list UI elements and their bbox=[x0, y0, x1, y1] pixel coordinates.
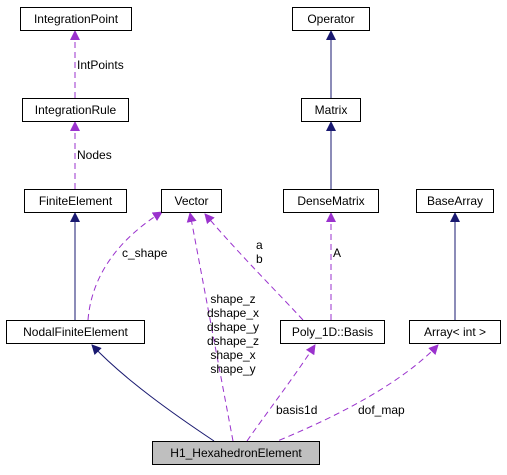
node-h1-hexahedron-element[interactable]: H1_HexahedronElement bbox=[152, 441, 320, 465]
node-base-array[interactable]: BaseArray bbox=[416, 189, 494, 213]
member-shape-z: shape_z bbox=[210, 292, 256, 306]
node-integration-rule[interactable]: IntegrationRule bbox=[22, 98, 129, 122]
edge-h1hex-to-vector-shapes bbox=[186, 212, 234, 442]
node-array-int[interactable]: Array< int > bbox=[409, 320, 501, 344]
edge-label-capital-a: A bbox=[333, 246, 342, 260]
member-dshape-z: dshape_z bbox=[206, 334, 260, 348]
member-shape-x: shape_x bbox=[210, 348, 256, 362]
edge-h1hex-to-polybasis-basis1d bbox=[246, 344, 316, 442]
edge-label-a: a bbox=[256, 238, 263, 252]
edge-nodalfiniteelement-to-vector-c-shape bbox=[87, 211, 163, 321]
edge-label-dof-map: dof_map bbox=[358, 403, 405, 417]
node-integration-point[interactable]: IntegrationPoint bbox=[20, 7, 132, 31]
edge-h1hex-to-arrayint-dof-map bbox=[269, 344, 439, 445]
node-nodal-finite-element[interactable]: NodalFiniteElement bbox=[6, 320, 145, 344]
node-dense-matrix[interactable]: DenseMatrix bbox=[283, 189, 379, 213]
node-finite-element[interactable]: FiniteElement bbox=[24, 189, 127, 213]
edge-label-b: b bbox=[256, 252, 263, 266]
node-vector[interactable]: Vector bbox=[161, 189, 222, 213]
member-shape-y: shape_y bbox=[210, 362, 256, 376]
member-dshape-x: dshape_x bbox=[206, 306, 260, 320]
edge-label-basis1d: basis1d bbox=[276, 403, 318, 417]
edge-label-shape-members: shape_z dshape_x dshape_y dshape_z shape… bbox=[197, 292, 269, 376]
member-dshape-y: dshape_y bbox=[206, 320, 260, 334]
node-poly-basis[interactable]: Poly_1D::Basis bbox=[280, 320, 385, 344]
edge-label-c-shape: c_shape bbox=[122, 246, 168, 260]
node-matrix[interactable]: Matrix bbox=[301, 98, 361, 122]
edge-h1hex-to-nodalfiniteelement bbox=[91, 344, 215, 442]
node-operator[interactable]: Operator bbox=[292, 7, 370, 31]
edge-label-nodes: Nodes bbox=[77, 148, 112, 162]
edge-label-int-points: IntPoints bbox=[77, 58, 124, 72]
edge-polybasis-to-vector-a-b bbox=[204, 213, 304, 321]
